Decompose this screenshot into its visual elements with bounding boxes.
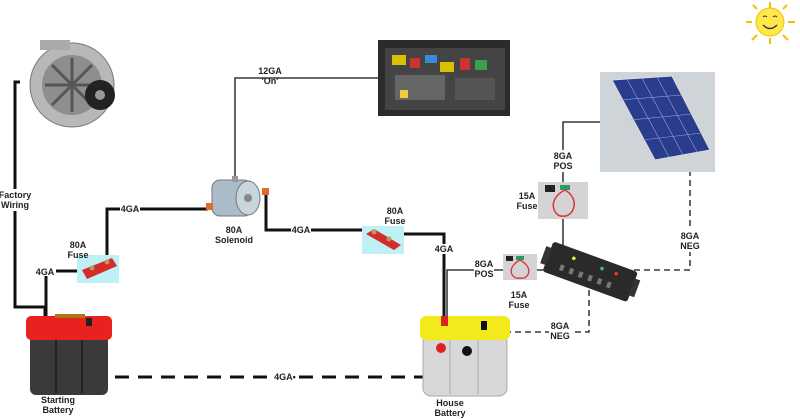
svg-text:4GA•: 4GA•	[274, 372, 296, 382]
svg-text:4GA: 4GA	[435, 244, 454, 254]
fuse2	[362, 226, 404, 254]
start-4ga-label: 4GA	[36, 266, 56, 277]
house-battery	[420, 316, 510, 397]
alternator	[29, 40, 115, 128]
svg-text:4GA: 4GA	[36, 267, 55, 277]
ignition-label: 12GA'On'	[258, 66, 282, 86]
svg-text:4GA: 4GA	[121, 204, 140, 214]
svg-text:4GA: 4GA	[292, 225, 311, 235]
fuse2-to-house-wire	[393, 232, 446, 317]
solenoid-to-fuse2-wire	[264, 193, 375, 232]
panel-neg-wire	[632, 160, 691, 271]
ground-link-label: 4GA•	[272, 372, 298, 382]
sun-icon	[746, 2, 795, 44]
house-inline-fuse	[503, 254, 537, 280]
charge-controller	[540, 242, 641, 302]
panel-inline-fuse	[538, 182, 588, 219]
starting-battery	[26, 314, 112, 395]
controller-neg-wire	[484, 290, 590, 333]
fuse-box-photo	[378, 40, 510, 116]
fuse1-to-solenoid-label: 4GA	[120, 204, 140, 214]
ignition-wire	[234, 77, 378, 182]
fuse1-to-solenoid-wire	[105, 207, 208, 262]
solenoid	[206, 176, 269, 217]
solenoid-to-fuse2-label: 4GA	[291, 225, 311, 235]
solar-panel	[600, 72, 715, 172]
fuse1	[77, 255, 119, 283]
fuse2-to-house-label: 4GA	[433, 244, 455, 254]
